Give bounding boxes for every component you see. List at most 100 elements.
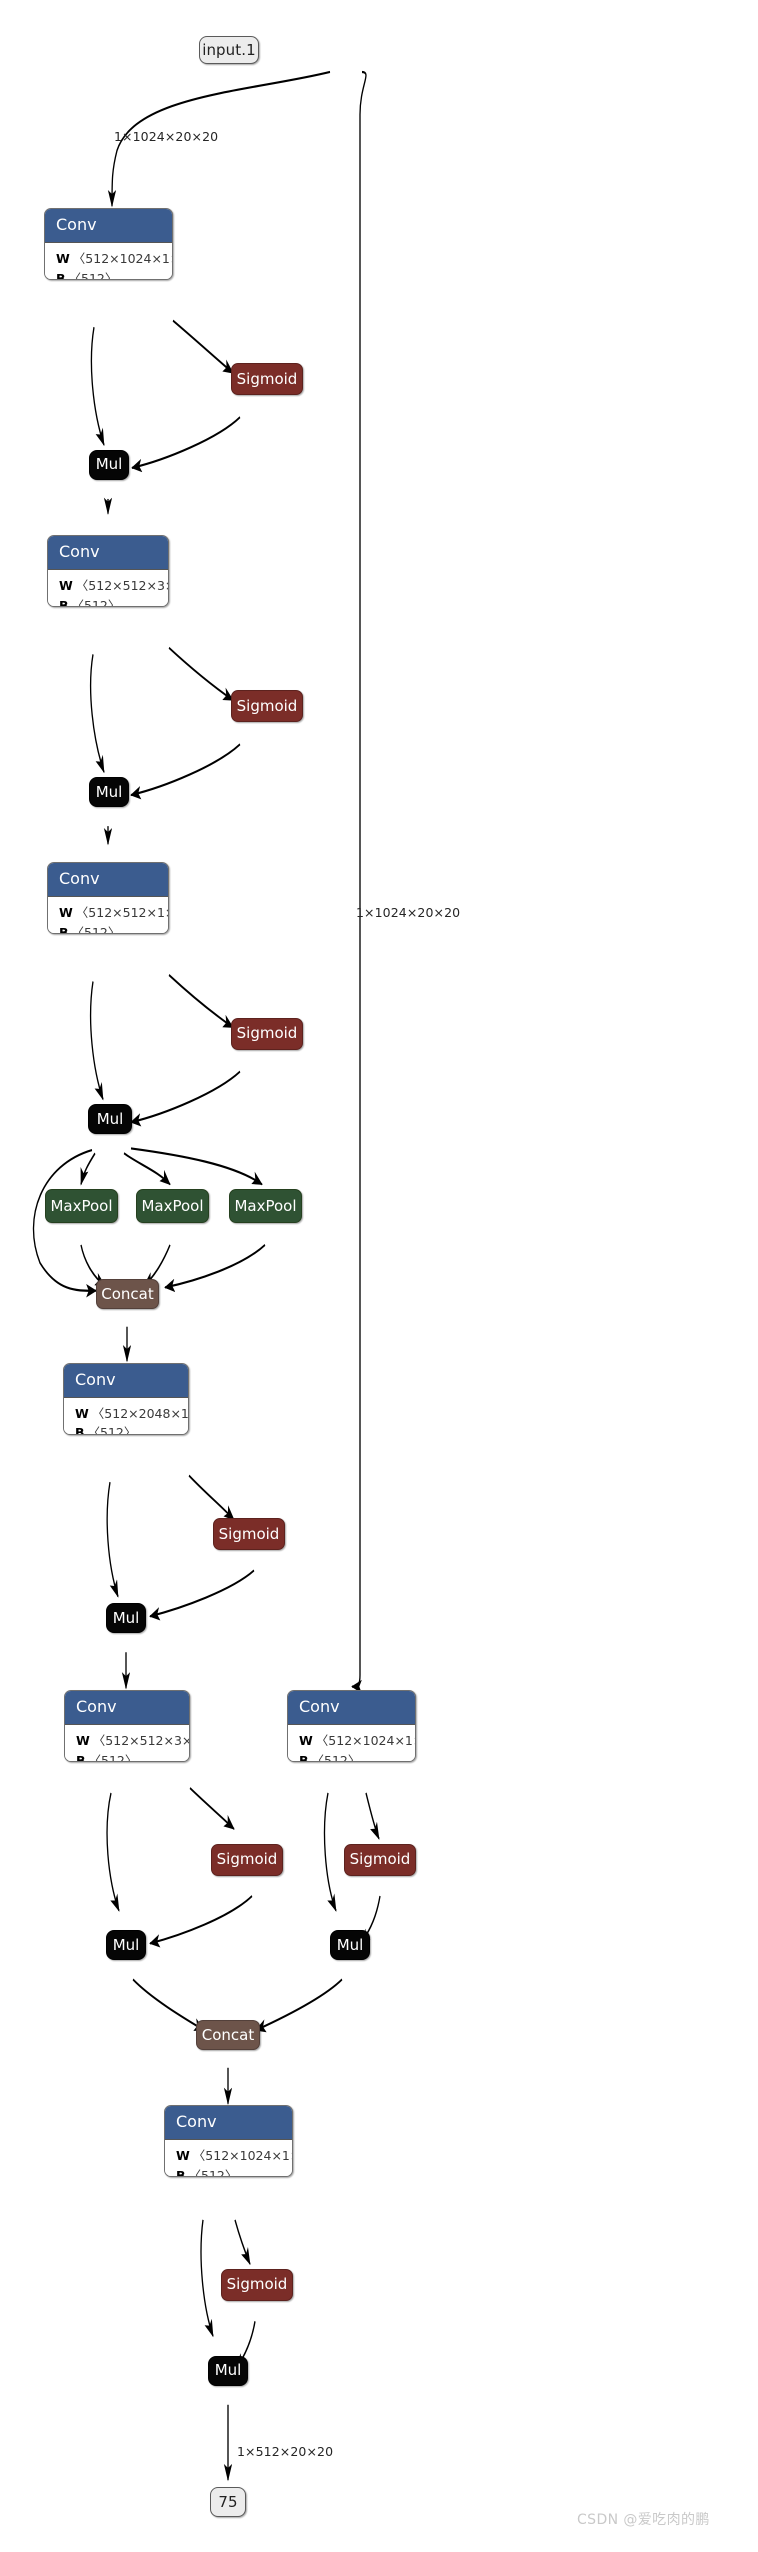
conv-node-1-bias-key: B bbox=[56, 270, 66, 280]
conv-node-5-bias-row: B〈512〉 bbox=[76, 1751, 179, 1762]
mul-node-2[interactable]: Mul bbox=[89, 777, 129, 808]
conv-node-6-params: W〈512×1024×1×1〉 B〈512〉 bbox=[288, 1724, 415, 1762]
mul-node-5[interactable]: Mul bbox=[106, 1930, 146, 1961]
conv-node-3[interactable]: Conv W〈512×512×1×1〉 B〈512〉 bbox=[47, 862, 169, 935]
conv-node-7-title: Conv bbox=[165, 2106, 292, 2141]
csdn-watermark: CSDN @爱吃肉的鹏 bbox=[577, 2512, 710, 2528]
sigmoid-node-2[interactable]: Sigmoid bbox=[231, 690, 303, 723]
conv-node-3-title: Conv bbox=[48, 863, 168, 898]
sigmoid-node-5-label: Sigmoid bbox=[216, 1850, 278, 1869]
conv-node-6-weight-value: 〈512×1024×1×1〉 bbox=[315, 1732, 415, 1748]
conv-node-5-weight-key: W bbox=[76, 1732, 90, 1748]
maxpool-node-1[interactable]: MaxPool bbox=[45, 1189, 118, 1224]
conv-node-4-weight-row: W〈512×2048×1×1〉 bbox=[75, 1404, 188, 1424]
sigmoid-node-6-label: Sigmoid bbox=[349, 1850, 411, 1869]
conv-node-6[interactable]: Conv W〈512×1024×1×1〉 B〈512〉 bbox=[287, 1689, 416, 1762]
mul-node-7-label: Mul bbox=[214, 2361, 242, 2380]
concat-node-1-label: Concat bbox=[101, 1284, 154, 1303]
concat-node-2[interactable]: Concat bbox=[196, 2020, 260, 2051]
conv-node-5-params: W〈512×512×3×3〉 B〈512〉 bbox=[65, 1724, 189, 1762]
conv-node-7-weight-row: W〈512×1024×1×1〉 bbox=[176, 2146, 292, 2166]
conv-node-2[interactable]: Conv W〈512×512×3×3〉 B〈512〉 bbox=[47, 534, 169, 607]
sigmoid-node-5[interactable]: Sigmoid bbox=[211, 1843, 283, 1876]
input-node[interactable]: input.1 bbox=[199, 35, 259, 64]
conv-node-6-bias-value: 〈512〉 bbox=[311, 1752, 361, 1762]
conv-node-1-weight-key: W bbox=[56, 250, 70, 266]
conv-node-1-bias-value: 〈512〉 bbox=[68, 270, 118, 280]
mul-node-3-label: Mul bbox=[96, 1109, 124, 1128]
edge-label-output-shape: 1×512×20×20 bbox=[237, 2444, 334, 2460]
conv-node-3-weight-value: 〈512×512×1×1〉 bbox=[75, 905, 168, 921]
conv-node-4-bias-key: B bbox=[75, 1425, 85, 1435]
sigmoid-node-1[interactable]: Sigmoid bbox=[231, 363, 303, 396]
mul-node-7[interactable]: Mul bbox=[208, 2355, 248, 2386]
conv-node-6-bias-row: B〈512〉 bbox=[299, 1751, 405, 1762]
conv-node-3-params: W〈512×512×1×1〉 B〈512〉 bbox=[48, 897, 168, 934]
output-node-label: 75 bbox=[218, 2492, 238, 2511]
conv-node-4-params: W〈512×2048×1×1〉 B〈512〉 bbox=[64, 1397, 188, 1435]
mul-node-2-label: Mul bbox=[95, 782, 123, 801]
conv-node-7-bias-row: B〈512〉 bbox=[176, 2166, 282, 2178]
conv-node-5-bias-key: B bbox=[76, 1752, 86, 1762]
mul-node-4-label: Mul bbox=[112, 1608, 140, 1627]
conv-node-1-weight-row: W〈512×1024×1×1〉 bbox=[56, 249, 172, 269]
conv-node-1-weight-value: 〈512×1024×1×1〉 bbox=[72, 250, 172, 266]
conv-node-6-bias-key: B bbox=[299, 1752, 309, 1762]
sigmoid-node-7[interactable]: Sigmoid bbox=[221, 2268, 293, 2301]
conv-node-6-title: Conv bbox=[288, 1690, 415, 1725]
conv-node-2-weight-key: W bbox=[59, 577, 73, 593]
maxpool-node-2[interactable]: MaxPool bbox=[136, 1189, 209, 1224]
sigmoid-node-3[interactable]: Sigmoid bbox=[231, 1017, 303, 1050]
conv-node-2-params: W〈512×512×3×3〉 B〈512〉 bbox=[48, 569, 168, 607]
conv-node-4-bias-row: B〈512〉 bbox=[75, 1423, 178, 1435]
concat-node-1[interactable]: Concat bbox=[96, 1279, 159, 1310]
conv-node-4-bias-value: 〈512〉 bbox=[87, 1425, 137, 1435]
conv-node-7-bias-key: B bbox=[176, 2168, 186, 2178]
conv-node-1-bias-row: B〈512〉 bbox=[56, 269, 162, 280]
conv-node-7-params: W〈512×1024×1×1〉 B〈512〉 bbox=[165, 2140, 292, 2177]
mul-node-4[interactable]: Mul bbox=[106, 1603, 146, 1634]
conv-node-4-weight-key: W bbox=[75, 1405, 89, 1421]
concat-node-2-label: Concat bbox=[201, 2025, 255, 2044]
conv-node-6-weight-row: W〈512×1024×1×1〉 bbox=[299, 1731, 415, 1751]
input-node-label: input.1 bbox=[202, 40, 256, 59]
mul-node-6[interactable]: Mul bbox=[330, 1930, 370, 1961]
conv-node-3-weight-key: W bbox=[59, 905, 73, 921]
conv-node-2-title: Conv bbox=[48, 535, 168, 570]
maxpool-node-3[interactable]: MaxPool bbox=[229, 1189, 302, 1224]
conv-node-2-bias-value: 〈512〉 bbox=[71, 597, 121, 607]
mul-node-3[interactable]: Mul bbox=[88, 1104, 132, 1135]
conv-node-2-bias-key: B bbox=[59, 597, 69, 607]
conv-node-6-weight-key: W bbox=[299, 1732, 313, 1748]
output-node[interactable]: 75 bbox=[210, 2486, 246, 2517]
conv-node-7-weight-value: 〈512×1024×1×1〉 bbox=[192, 2148, 292, 2164]
conv-node-2-bias-row: B〈512〉 bbox=[59, 596, 158, 607]
conv-node-3-weight-row: W〈512×512×1×1〉 bbox=[59, 903, 168, 923]
conv-node-5-title: Conv bbox=[65, 1690, 189, 1725]
sigmoid-node-6[interactable]: Sigmoid bbox=[344, 1843, 416, 1876]
conv-node-5-weight-value: 〈512×512×3×3〉 bbox=[92, 1732, 189, 1748]
sigmoid-node-4[interactable]: Sigmoid bbox=[213, 1518, 285, 1551]
conv-node-7[interactable]: Conv W〈512×1024×1×1〉 B〈512〉 bbox=[164, 2105, 293, 2178]
mul-node-6-label: Mul bbox=[336, 1935, 364, 1954]
mul-node-1[interactable]: Mul bbox=[89, 449, 129, 480]
mul-node-5-label: Mul bbox=[112, 1935, 140, 1954]
conv-node-5-weight-row: W〈512×512×3×3〉 bbox=[76, 1731, 189, 1751]
conv-node-5-bias-value: 〈512〉 bbox=[88, 1752, 138, 1762]
sigmoid-node-3-label: Sigmoid bbox=[236, 1024, 298, 1043]
conv-node-7-weight-key: W bbox=[176, 2148, 190, 2164]
conv-node-5[interactable]: Conv W〈512×512×3×3〉 B〈512〉 bbox=[64, 1689, 190, 1762]
maxpool-node-1-label: MaxPool bbox=[50, 1196, 113, 1215]
conv-node-4-title: Conv bbox=[64, 1363, 188, 1398]
sigmoid-node-7-label: Sigmoid bbox=[226, 2275, 288, 2294]
maxpool-node-3-label: MaxPool bbox=[234, 1196, 297, 1215]
conv-node-4[interactable]: Conv W〈512×2048×1×1〉 B〈512〉 bbox=[63, 1362, 189, 1435]
edge-label-skip-shape: 1×1024×20×20 bbox=[356, 904, 461, 920]
conv-node-1-title: Conv bbox=[45, 208, 172, 243]
conv-node-1[interactable]: Conv W〈512×1024×1×1〉 B〈512〉 bbox=[44, 207, 173, 280]
edge-label-input-shape: 1×1024×20×20 bbox=[114, 129, 219, 145]
conv-node-3-bias-row: B〈512〉 bbox=[59, 923, 158, 933]
conv-node-4-weight-value: 〈512×2048×1×1〉 bbox=[91, 1405, 189, 1421]
